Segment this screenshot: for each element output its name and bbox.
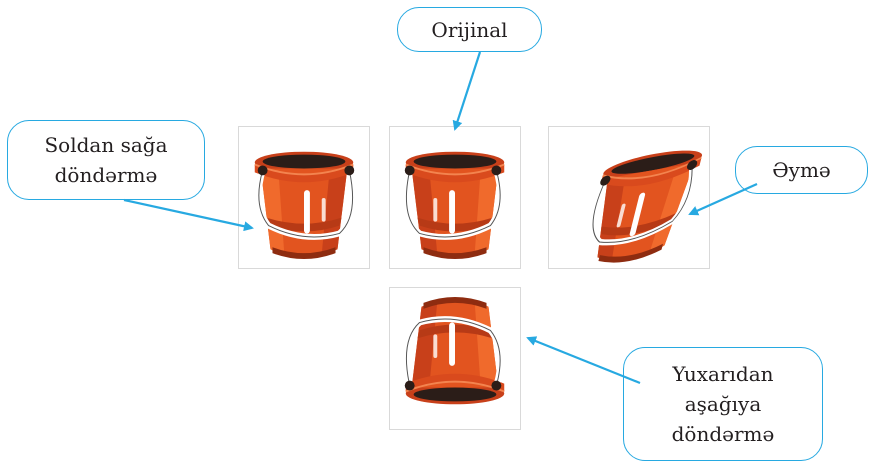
arrow-flip-horizontal xyxy=(123,198,254,232)
bucket-frame-flipped-horizontal xyxy=(238,126,370,269)
callout-skew: Əymə xyxy=(735,146,868,194)
label-flip-vertical: Yuxarıdan aşağıya döndərmə xyxy=(671,362,775,446)
label-original: Orijinal xyxy=(431,17,508,42)
callout-flip-horizontal: Soldan sağa döndərmə xyxy=(7,120,205,200)
callout-flip-vertical: Yuxarıdan aşağıya döndərmə xyxy=(623,347,823,461)
bucket-image-original xyxy=(390,127,520,268)
label-flip-horizontal: Soldan sağa döndərmə xyxy=(44,133,168,187)
label-skew: Əymə xyxy=(772,158,831,182)
bucket-frame-original xyxy=(389,126,521,269)
bucket-image-flipped-horizontal xyxy=(239,127,369,268)
bucket-frame-flipped-vertical xyxy=(389,287,521,430)
bucket-image-skewed xyxy=(549,127,709,268)
callout-original: Orijinal xyxy=(397,7,542,52)
arrow-original xyxy=(452,51,482,131)
bucket-frame-skewed xyxy=(548,126,710,269)
bucket-image-flipped-vertical xyxy=(390,288,520,429)
